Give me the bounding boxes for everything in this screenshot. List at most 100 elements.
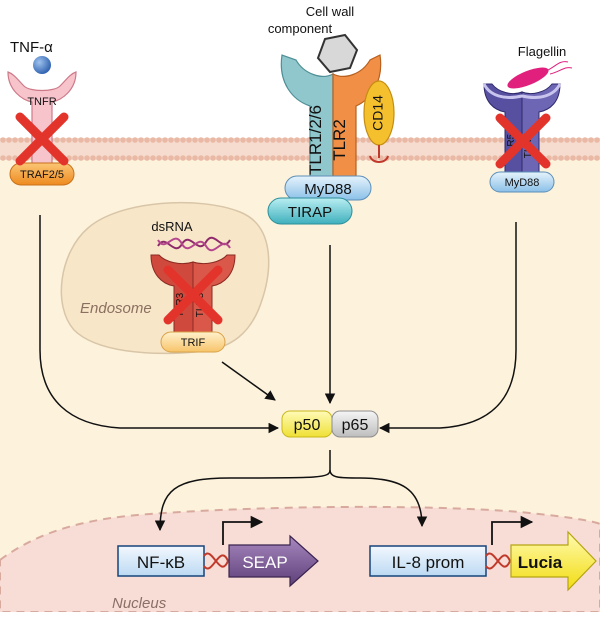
membrane-lipid-head	[96, 155, 102, 161]
cell-wall-label-line2: component	[268, 21, 333, 36]
membrane-lipid-head	[282, 137, 288, 143]
tnfr-label: TNFR	[27, 96, 56, 108]
cell-wall-label-line1: Cell wall	[306, 4, 355, 19]
membrane-lipid-head	[66, 137, 72, 143]
membrane-lipid-head	[168, 137, 174, 143]
membrane-lipid-head	[18, 137, 24, 143]
arrow-tnf-to-nfkb	[39, 215, 280, 434]
membrane-lipid-head	[132, 137, 138, 143]
nfkb-promoter-label: NF-κB	[137, 553, 185, 572]
endosome-label: Endosome	[80, 300, 152, 317]
membrane-lipid-head	[414, 137, 420, 143]
membrane-lipid-head	[240, 137, 246, 143]
membrane-lipid-head	[210, 137, 216, 143]
membrane-lipid-head	[234, 137, 240, 143]
membrane-lipid-head	[240, 155, 246, 161]
membrane-lipid-head	[576, 155, 582, 161]
membrane-lipid-head	[576, 137, 582, 143]
membrane-lipid-head	[474, 155, 480, 161]
flagellin-ligand	[507, 67, 549, 89]
membrane-lipid-head	[180, 137, 186, 143]
membrane-lipid-head	[462, 155, 468, 161]
membrane-lipid-head	[408, 137, 414, 143]
arrow-tlr3-to-nfkb	[221, 361, 276, 401]
tnf-alpha-label: TNF-α	[10, 39, 53, 56]
membrane-lipid-head	[192, 155, 198, 161]
membrane-lipid-head	[150, 137, 156, 143]
membrane-lipid-head	[108, 137, 114, 143]
membrane-lipid-head	[270, 137, 276, 143]
membrane-lipid-head	[372, 155, 378, 161]
membrane-lipid-head	[174, 137, 180, 143]
membrane-lipid-head	[468, 137, 474, 143]
tlr2-pathway: Cell wall component TLR1/2/6 TLR2 CD14 M…	[267, 4, 395, 225]
membrane-lipid-head	[456, 137, 462, 143]
membrane-lipid-head	[288, 155, 294, 161]
membrane-lipid-head	[486, 155, 492, 161]
tnf-alpha-ligand	[33, 56, 51, 74]
tlr5-pathway: Flagellin TLR5 TLR5 MyD88	[482, 44, 573, 193]
seap-gene-arrow	[228, 534, 319, 588]
membrane-lipid-head	[204, 155, 210, 161]
membrane-lipid-head	[492, 155, 498, 161]
membrane-lipid-head	[480, 137, 486, 143]
membrane-lipid-head	[90, 155, 96, 161]
membrane-lipid-head	[150, 155, 156, 161]
membrane-lipid-head	[138, 137, 144, 143]
membrane-lipid-head	[258, 137, 264, 143]
membrane-lipid-head	[12, 137, 18, 143]
membrane-lipid-head	[438, 137, 444, 143]
lucia-tss-arrow	[491, 515, 534, 545]
membrane-lipid-head	[444, 137, 450, 143]
membrane-lipid-head	[570, 137, 576, 143]
tlr5-block-cross	[495, 113, 551, 169]
membrane-lipid-head	[78, 137, 84, 143]
membrane-lipid-head	[282, 155, 288, 161]
lucia-gene-arrow	[510, 530, 597, 592]
cd14-anchor	[369, 145, 389, 163]
tlr126-label: TLR1/2/6	[306, 105, 325, 175]
membrane-lipid-head	[252, 155, 258, 161]
tnf-pathway: TNF-α TNFR TRAF2/5	[7, 39, 77, 186]
membrane-lipid-head	[84, 155, 90, 161]
membrane-lipid-head	[594, 137, 600, 143]
membrane-lipid-head	[84, 137, 90, 143]
membrane-lipid-head	[450, 137, 456, 143]
membrane-lipid-head	[198, 155, 204, 161]
membrane-lipid-head	[186, 155, 192, 161]
traf-box	[9, 162, 75, 186]
nfkb-dimer: p50 p65	[281, 410, 379, 438]
cd14-label: CD14	[370, 95, 386, 131]
membrane-lipid-head	[552, 137, 558, 143]
membrane-lipid-head	[498, 137, 504, 143]
membrane-lipid-head	[402, 137, 408, 143]
membrane-lipid-head	[132, 155, 138, 161]
p50-label: p50	[294, 417, 321, 434]
membrane-lipid-head	[546, 137, 552, 143]
membrane-lipid-head	[90, 137, 96, 143]
membrane-lipid-head	[582, 137, 588, 143]
tnfr-receptor	[7, 71, 77, 176]
membrane-lipid-head	[216, 137, 222, 143]
seap-reporter: NF-κB SEAP	[117, 515, 319, 588]
membrane-lipid-head	[258, 155, 264, 161]
membrane-lipid-head	[246, 155, 252, 161]
membrane-lipid-head	[438, 155, 444, 161]
myd88-right-label: MyD88	[505, 177, 540, 189]
arrow-nfkb-to-lucia	[329, 469, 428, 528]
myd88-main-label: MyD88	[304, 181, 352, 198]
p65-label: p65	[342, 417, 369, 434]
membrane-lipid-head	[102, 137, 108, 143]
membrane-lipid-head	[222, 155, 228, 161]
membrane-lipid-head	[174, 155, 180, 161]
membrane-lipid-head	[270, 155, 276, 161]
membrane-lipid-head	[168, 155, 174, 161]
dsrna-strand-1	[157, 236, 231, 250]
dsrna-strand-2	[157, 237, 231, 252]
membrane-lipid-head	[234, 155, 240, 161]
membrane-lipid-head	[204, 137, 210, 143]
tirap-label: TIRAP	[288, 204, 332, 221]
membrane-lipid-head	[156, 155, 162, 161]
membrane-lipid-head	[390, 137, 396, 143]
lucia-label: Lucia	[518, 553, 563, 572]
